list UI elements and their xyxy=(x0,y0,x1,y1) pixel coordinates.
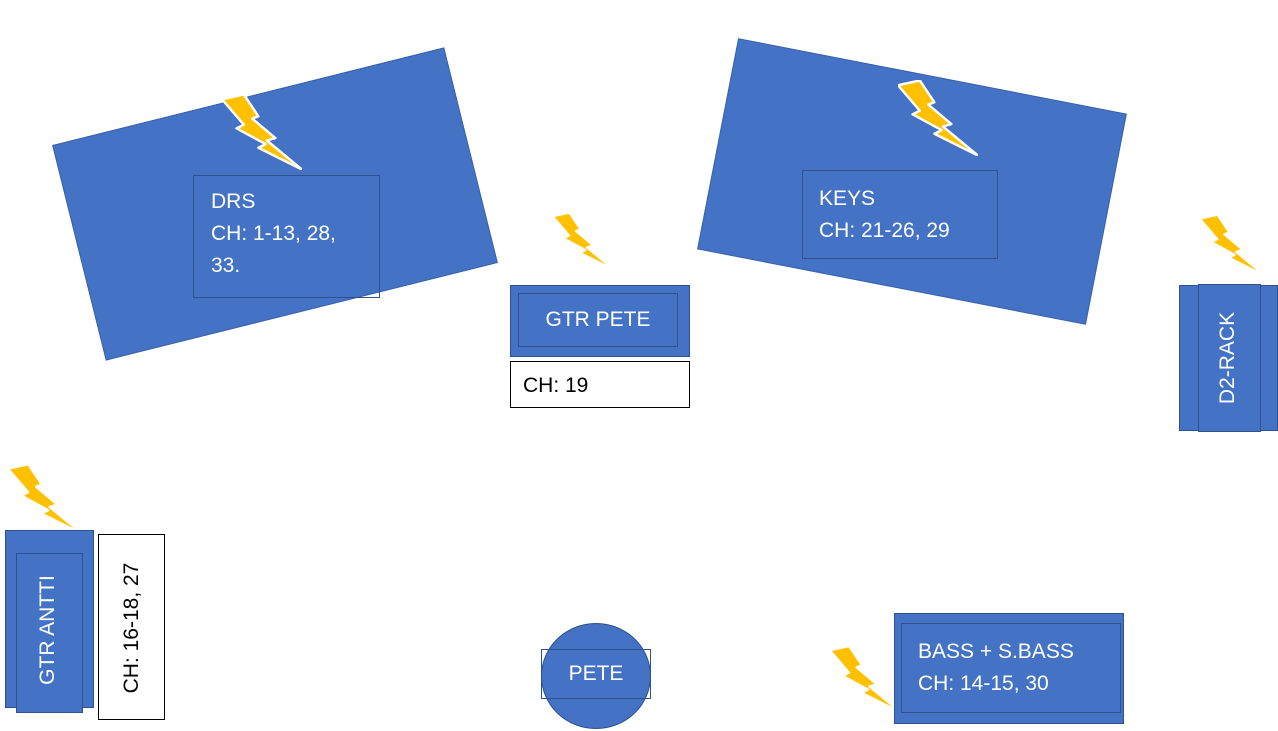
gtr-antti-label-frame xyxy=(16,553,83,713)
bass-channels: CH: 14-15, 30 xyxy=(918,672,1049,695)
pete-circle xyxy=(541,623,651,729)
gtr-pete-channels-text: CH: 19 xyxy=(523,374,589,397)
keys-name: KEYS xyxy=(819,187,876,210)
gtr-pete-box: GTR PETE xyxy=(510,285,690,357)
power-lightning-icon xyxy=(898,80,978,156)
bass-name: BASS + S.BASS xyxy=(918,640,1074,663)
gtr-antti-channels xyxy=(98,534,165,720)
bass-box: BASS + S.BASS CH: 14-15, 30 xyxy=(894,613,1124,724)
power-lightning-icon xyxy=(1200,213,1264,277)
power-lightning-icon xyxy=(830,645,900,713)
d2-rack-box: D2-RACK xyxy=(1179,284,1278,432)
power-lightning-icon xyxy=(553,211,613,271)
pete-label-frame: PETE xyxy=(541,649,651,699)
drum-channels: CH: 1-13, 28, xyxy=(211,222,336,245)
keys-channels: CH: 21-26, 29 xyxy=(819,219,950,242)
gtr-pete-name: GTR PETE xyxy=(545,308,651,331)
d2-rack-vertical-text: D2-RACK xyxy=(1216,311,1239,405)
pete-name: PETE xyxy=(568,662,624,685)
keys-label-box: KEYS CH: 21-26, 29 xyxy=(802,170,998,259)
gtr-antti-box xyxy=(5,530,94,713)
power-lightning-icon xyxy=(8,463,82,535)
d2-rack-label-frame xyxy=(1198,284,1261,432)
gtr-antti-channels-vertical-text: CH: 16-18, 27 xyxy=(120,562,143,694)
gtr-antti-vertical-text: GTR ANTTI xyxy=(36,575,59,685)
gtr-pete-channels: CH: 19 xyxy=(510,361,690,408)
gtr-pete-label-frame: GTR PETE xyxy=(518,293,678,347)
drum-name: DRS xyxy=(211,190,256,213)
drum-label-box: DRS CH: 1-13, 28, 33. xyxy=(193,175,380,298)
drum-channels-cont: 33. xyxy=(211,254,241,277)
power-lightning-icon xyxy=(222,94,302,170)
bass-label-frame: BASS + S.BASS CH: 14-15, 30 xyxy=(901,623,1121,713)
